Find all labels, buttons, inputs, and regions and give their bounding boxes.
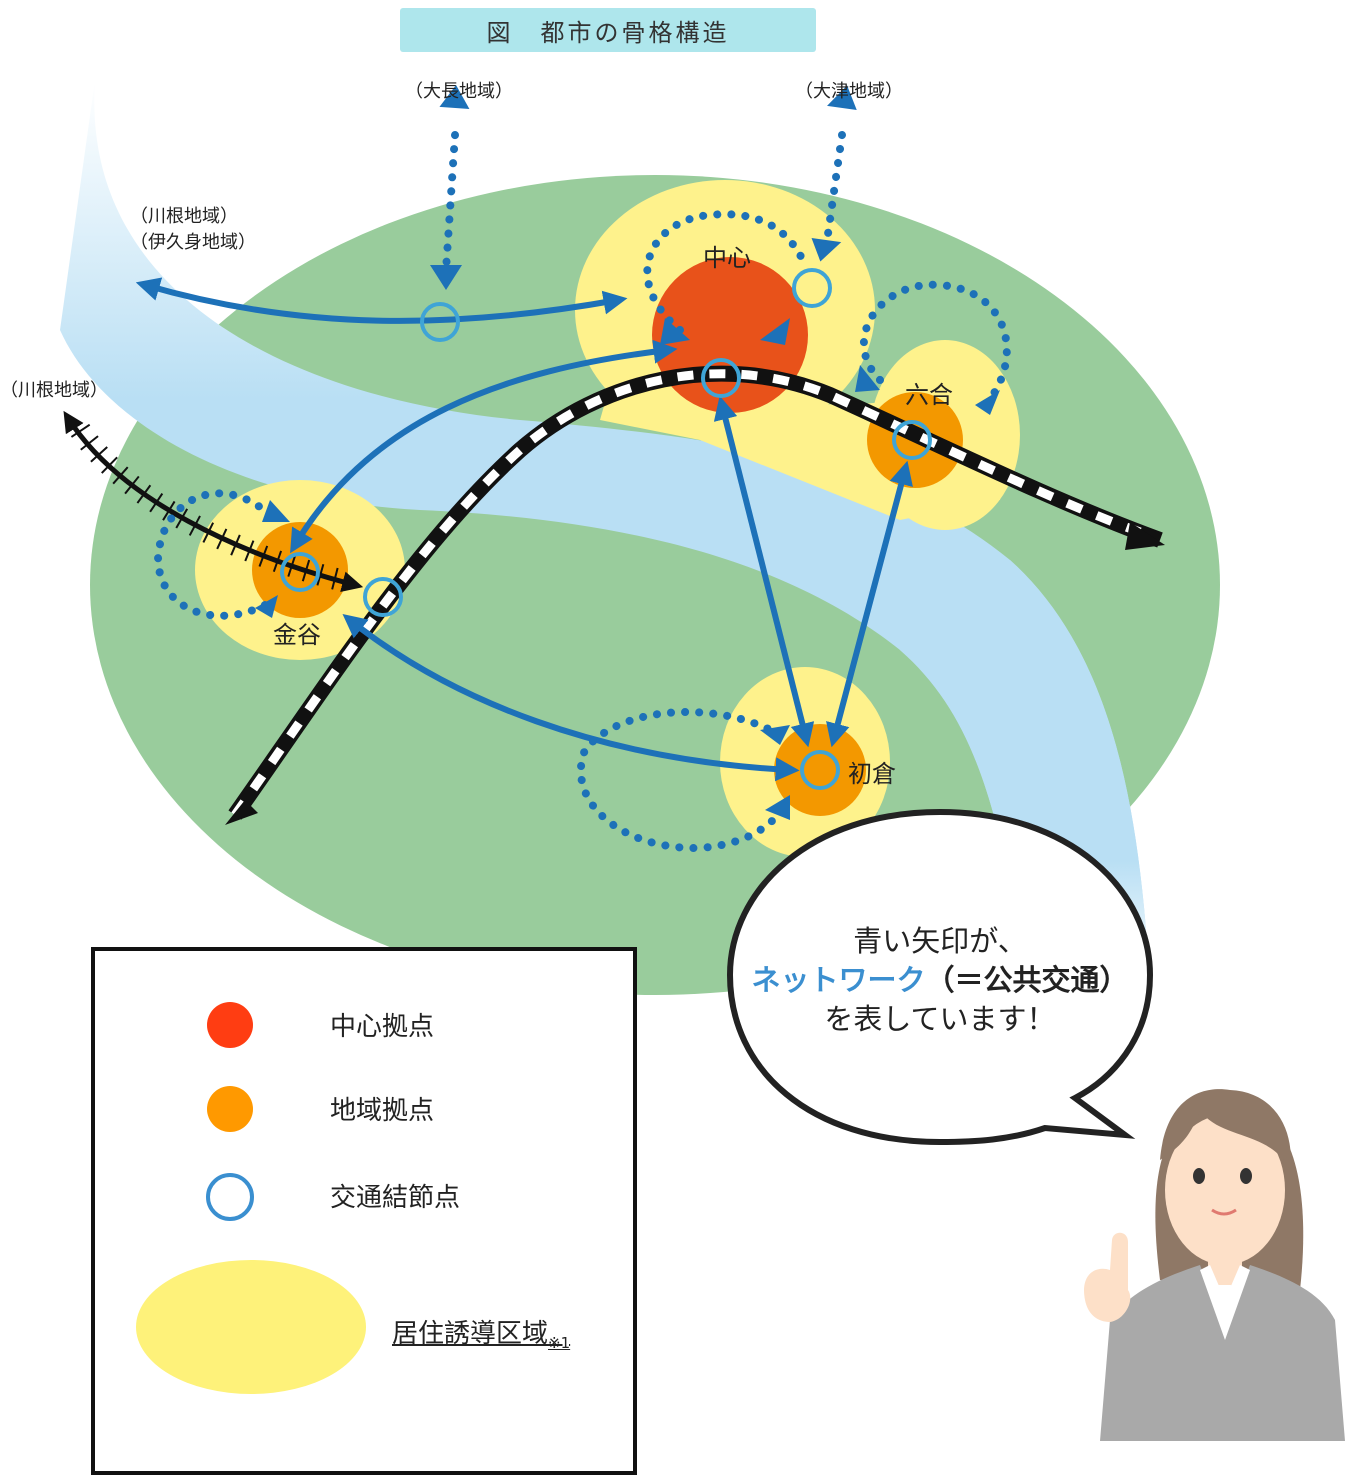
label-hatsukura: 初倉 — [848, 760, 896, 788]
dotted-loop-center — [643, 210, 809, 334]
legend-transit-node-icon — [206, 1173, 254, 1221]
arrow-kanaya-hatsukura — [342, 614, 800, 782]
figure-title: 図 都市の骨格構造 — [400, 8, 816, 52]
legend-residential-text: 居住誘導区域 — [392, 1319, 549, 1349]
speech-network: ネットワーク — [751, 963, 926, 997]
legend-label-center: 中心拠点 — [330, 1012, 435, 1042]
label-kanaya: 金谷 — [273, 621, 321, 649]
legend-residential-note: ※1 — [548, 1334, 571, 1353]
kawane-line — [63, 410, 364, 592]
label-onaga: （大長地域） — [405, 81, 513, 102]
legend-center-hub-icon — [207, 1002, 253, 1048]
label-kawane-1: （川根地域） — [130, 206, 238, 227]
node-ring-kanaya-station — [363, 577, 403, 617]
urban-structure-map — [60, 80, 1345, 1441]
legend: 中心拠点 地域拠点 交通結節点 居住誘導区域※1 — [91, 947, 637, 1475]
node-ring-hatsukura — [800, 750, 840, 790]
node-ring-kanaya — [280, 552, 320, 592]
label-kawane-2: （川根地域） — [0, 380, 108, 401]
dotted-loop-kanaya — [153, 489, 274, 620]
legend-regional-hub-icon — [207, 1086, 253, 1132]
node-ring-rokugo — [892, 420, 932, 460]
legend-label-residential[interactable]: 居住誘導区域※1 — [392, 1313, 570, 1352]
dotted-onaga — [441, 131, 459, 289]
arrow-kawane-center — [135, 277, 628, 324]
speech-line-2: ネットワーク（＝公共交通） — [735, 961, 1145, 1000]
label-center: 中心 — [703, 244, 751, 272]
speech-bubble — [726, 808, 1154, 1146]
speech-line-3: を表しています！ — [824, 1002, 1056, 1036]
label-rokugo: 六合 — [905, 381, 953, 409]
presenter-illustration — [1084, 1089, 1345, 1441]
node-ring-center-east — [792, 268, 832, 308]
dotted-loop-rokugo — [859, 280, 1011, 409]
legend-label-transit: 交通結節点 — [330, 1183, 461, 1213]
legend-residential-area-icon — [136, 1260, 366, 1394]
dotted-loop-hatsukura — [576, 708, 789, 853]
arrow-rokugo-hatsukura — [826, 460, 913, 748]
node-ring-center — [701, 358, 741, 398]
label-otsu: （大津地域） — [795, 81, 903, 102]
speech-text: 青い矢印が、 ネットワーク（＝公共交通） を表しています！ — [735, 922, 1145, 1039]
node-ring-onaga-line — [420, 302, 460, 342]
arrow-center-kanaya — [290, 339, 678, 554]
label-ikumi: （伊久身地域） — [130, 232, 256, 253]
speech-public-transport: （＝公共交通） — [925, 963, 1129, 997]
legend-symbols — [136, 1002, 366, 1394]
dotted-otsu — [821, 131, 846, 259]
legend-label-regional: 地域拠点 — [330, 1096, 435, 1126]
speech-line-1: 青い矢印が、 — [853, 924, 1027, 958]
